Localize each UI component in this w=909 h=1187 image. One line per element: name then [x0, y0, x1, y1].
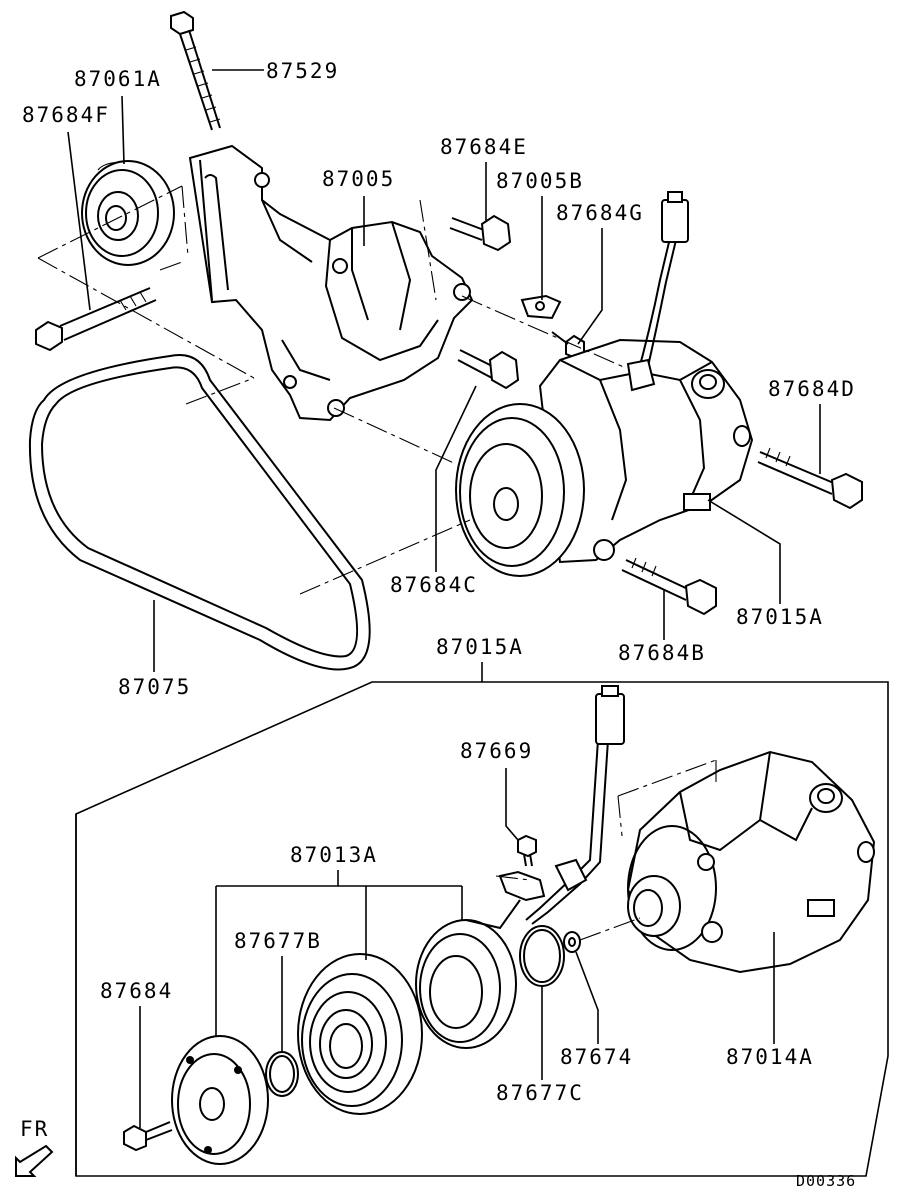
alignment-line: [159, 261, 183, 271]
label-87529: 87529: [266, 59, 339, 83]
label-87684c: 87684C: [390, 573, 478, 597]
stator-coil[interactable]: [415, 899, 521, 1049]
label-87075: 87075: [118, 675, 191, 699]
compressor-bracket[interactable]: [188, 144, 474, 422]
label-87014a: 87014A: [726, 1045, 814, 1069]
compressor-body[interactable]: [626, 750, 876, 974]
clutch-hub[interactable]: [171, 1035, 269, 1165]
bolt-87684d[interactable]: [757, 447, 863, 510]
wire-bracket[interactable]: [520, 294, 562, 320]
alignment-line: [495, 875, 531, 881]
label-87684b: 87684B: [618, 641, 706, 665]
washer-87674[interactable]: [563, 931, 581, 953]
label-87015a-top: 87015A: [736, 605, 824, 629]
diagram-code: D00336: [796, 1172, 856, 1187]
label-87013a: 87013A: [290, 843, 378, 867]
compressor-top[interactable]: [455, 191, 754, 577]
alignment-line: [37, 257, 255, 379]
alignment-line: [617, 795, 623, 837]
label-87677c: 87677C: [496, 1081, 584, 1105]
alignment-line: [333, 407, 457, 465]
label-87005: 87005: [322, 167, 395, 191]
bolt-87684[interactable]: [123, 1121, 173, 1152]
alignment-line: [37, 185, 183, 259]
alignment-line: [299, 519, 471, 595]
label-87677b: 87677B: [234, 929, 322, 953]
bolt-87684b[interactable]: [621, 557, 717, 616]
bolt-87684f[interactable]: [35, 287, 157, 352]
alignment-line: [461, 295, 627, 369]
alignment-line: [617, 759, 717, 797]
clutch-pulley[interactable]: [297, 953, 423, 1115]
label-87684g: 87684G: [556, 201, 644, 225]
label-87684: 87684: [100, 979, 173, 1003]
label-87061a: 87061A: [74, 67, 162, 91]
label-87684f: 87684F: [22, 103, 110, 127]
tensioner-bolt[interactable]: [170, 10, 221, 131]
fr-arrow-icon: [15, 1144, 54, 1177]
alignment-line: [419, 199, 437, 301]
snap-ring-87677b[interactable]: [265, 1051, 299, 1097]
detail-box: [75, 681, 889, 1177]
bolt-87684c[interactable]: [457, 349, 520, 390]
front-direction-marker: FR: [15, 1117, 54, 1177]
bolt-87684e[interactable]: [449, 214, 512, 252]
alignment-line: [579, 917, 641, 941]
label-87684e: 87684E: [440, 135, 528, 159]
alignment-line: [181, 185, 189, 257]
snap-ring-87677c[interactable]: [519, 925, 565, 987]
label-87674: 87674: [560, 1045, 633, 1069]
screw-87669[interactable]: [517, 834, 537, 867]
alignment-line: [185, 377, 255, 405]
label-87669: 87669: [460, 739, 533, 763]
harness-connector[interactable]: [525, 685, 625, 925]
label-87005b: 87005B: [496, 169, 584, 193]
harness-clip[interactable]: [498, 870, 546, 902]
fr-label: FR: [20, 1117, 49, 1141]
label-87015a-box: 87015A: [436, 635, 524, 659]
label-87684d: 87684D: [768, 377, 856, 401]
drive-belt[interactable]: [28, 354, 371, 671]
